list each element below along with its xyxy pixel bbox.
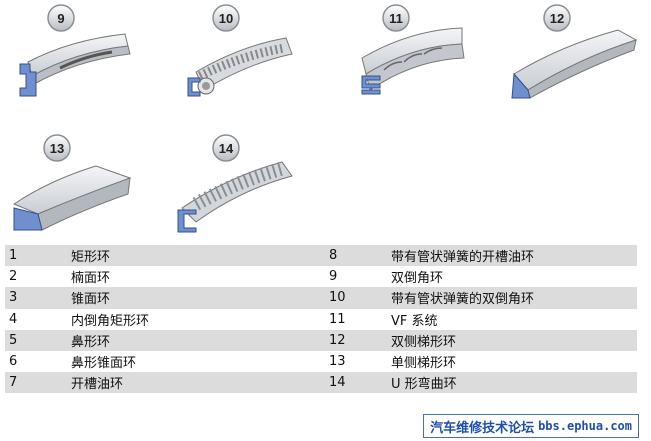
table-row: 3 锥面环 10 带有管状弹簧的双倒角环 [5, 287, 637, 309]
ring-description: 楠面环 [67, 266, 325, 288]
ring-description: 矩形环 [67, 245, 325, 267]
ring-description: 开槽油环 [67, 372, 325, 394]
legend-table: 1 矩形环 8 带有管状弹簧的开槽油环 2 楠面环 9 双倒角环 3 锥面环 1… [5, 245, 637, 394]
ring-number: 6 [5, 350, 67, 373]
ring-number: 12 [325, 329, 387, 351]
ring-description: 鼻形环 [67, 329, 325, 351]
ring-14-illustration [177, 161, 293, 233]
ring-number: 10 [325, 287, 387, 309]
ring-description: 锥面环 [67, 287, 325, 309]
ring-number: 13 [325, 350, 387, 373]
ring-description: 单侧梯形环 [387, 350, 637, 373]
table-row: 4 内倒角矩形环 11 VF 系统 [5, 308, 637, 330]
ring-number: 3 [5, 287, 67, 309]
ring-description: 双侧梯形环 [387, 329, 637, 351]
ring-description: 鼻形锥面环 [67, 350, 325, 373]
svg-text:14: 14 [219, 141, 234, 156]
table-row: 6 鼻形锥面环 13 单侧梯形环 [5, 350, 637, 373]
ring-description: 带有管状弹簧的双倒角环 [387, 287, 637, 309]
ring-description: U 形弯曲环 [387, 372, 637, 394]
badge-14: 14 [212, 134, 240, 162]
svg-text:11: 11 [389, 11, 403, 26]
piston-ring-figure: 9 10 11 12 13 14 [12, 4, 638, 233]
ring-number: 5 [5, 329, 67, 351]
svg-text:9: 9 [57, 11, 64, 26]
badge-10: 10 [212, 4, 240, 32]
table-row: 5 鼻形环 12 双侧梯形环 [5, 329, 637, 351]
svg-text:12: 12 [550, 11, 564, 26]
ring-description: VF 系统 [387, 308, 637, 330]
ring-number: 7 [5, 372, 67, 394]
ring-13-illustration [12, 165, 132, 231]
svg-text:13: 13 [50, 141, 64, 156]
ring-number: 2 [5, 266, 67, 288]
table-row: 2 楠面环 9 双倒角环 [5, 266, 637, 288]
ring-number: 14 [325, 372, 387, 394]
ring-number: 9 [325, 266, 387, 288]
badge-13: 13 [43, 134, 71, 162]
ring-12-illustration [511, 29, 638, 99]
watermark-text: 汽车维修技术论坛 [430, 420, 535, 436]
ring-10-illustration [187, 37, 293, 97]
svg-text:10: 10 [219, 11, 233, 26]
badge-9: 9 [47, 4, 75, 32]
ring-description: 带有管状弹簧的开槽油环 [387, 245, 637, 267]
table-row: 7 开槽油环 14 U 形弯曲环 [5, 372, 637, 394]
ring-number: 1 [5, 245, 67, 267]
watermark-url: bbs.ephua.com [538, 419, 632, 433]
ring-number: 4 [5, 308, 67, 330]
badge-11: 11 [382, 4, 410, 32]
watermark: 汽车维修技术论坛 bbs.ephua.com [423, 414, 639, 438]
ring-description: 内倒角矩形环 [67, 308, 325, 330]
ring-11-illustration [361, 27, 465, 95]
ring-number: 11 [325, 308, 387, 330]
ring-9-illustration [19, 33, 131, 97]
table-row: 1 矩形环 8 带有管状弹簧的开槽油环 [5, 245, 637, 267]
ring-description: 双倒角环 [387, 266, 637, 288]
ring-number: 8 [325, 245, 387, 267]
badge-12: 12 [543, 4, 571, 32]
